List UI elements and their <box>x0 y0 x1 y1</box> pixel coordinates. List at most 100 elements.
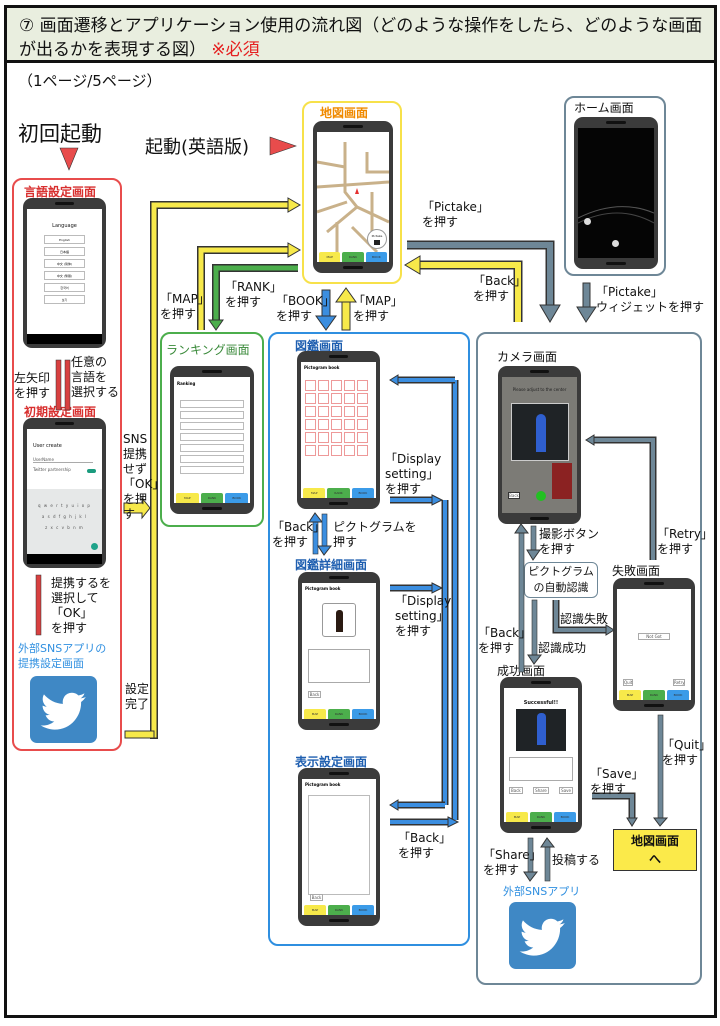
language-option[interactable]: 한국어 <box>43 283 86 292</box>
language-option[interactable]: 日本語 <box>43 247 86 256</box>
username-field[interactable]: UserName <box>33 457 93 463</box>
description-box <box>308 649 370 683</box>
external-sns-title: 外部SNSアプリ <box>503 885 581 898</box>
label-recognition-success: 認識成功 <box>538 641 587 655</box>
book-heading: Pictogram book <box>304 365 340 370</box>
success-back-button[interactable]: Back <box>509 787 523 794</box>
label-quit: 「Quit」 を押す <box>662 738 712 767</box>
label-book-back: 「Back」 を押す <box>272 520 326 549</box>
label-retry: 「Retry」 を押す <box>657 527 713 556</box>
display-setting-screen-title: 表示設定画面 <box>295 755 368 769</box>
label-map-2: 「MAP」 を押す <box>353 294 403 323</box>
camera-hint: Please adjust to the center <box>512 387 567 392</box>
label-shutter: 撮影ボタン を押す <box>539 527 600 556</box>
twitter-icon <box>30 676 97 743</box>
label-share: 「Share」 を押す <box>483 848 542 877</box>
success-heading: Successful!! <box>523 700 559 706</box>
label-select-language: 任意の 言語を 選択する <box>71 355 120 399</box>
nav-book[interactable]: BOOK <box>365 252 387 262</box>
toggle-switch[interactable] <box>87 469 96 473</box>
ranking-heading: Ranking <box>177 381 196 386</box>
auto-recognition-box: ピクトグラム の自動認識 <box>524 562 598 598</box>
header-title: ⑦ 画面遷移とアプリケーション使用の流れ図（どのような操作をしたら、どのような画… <box>19 16 703 60</box>
language-option[interactable]: English <box>43 235 86 244</box>
quit-button[interactable]: Quit <box>623 679 633 686</box>
diagram-frame <box>4 5 717 1018</box>
label-display-back: 「Back」 を押す <box>398 831 452 860</box>
language-phone: Language English 日本語 中文 (简体) 中文 (繁體) 한국어… <box>23 198 106 348</box>
label-display-setting-1: 「Display setting」 を押す <box>385 452 442 496</box>
bottom-nav: MAP RANK BOOK <box>317 252 389 262</box>
camera-phone: Please adjust to the center Back <box>498 366 581 524</box>
label-map: 「MAP」 を押す <box>160 292 210 321</box>
label-camera-back: 「Back」 を押す <box>478 626 532 655</box>
pictogram-grid[interactable] <box>305 380 376 456</box>
initial-screen-title: 初期設定画面 <box>24 405 97 419</box>
language-heading: Language <box>52 223 77 229</box>
camera-icon <box>374 240 380 245</box>
camera-screen-title: カメラ画面 <box>497 350 558 364</box>
back-button[interactable]: Back <box>308 691 321 698</box>
user-create-heading: User create <box>33 443 62 449</box>
home-screen-title: ホーム画面 <box>574 101 634 115</box>
language-option[interactable]: 보기 <box>43 295 86 304</box>
language-option[interactable]: 中文 (繁體) <box>43 271 86 280</box>
keyboard[interactable]: q w e r t y u i o p a s d f g h j k l z … <box>27 489 102 554</box>
pictake-widget[interactable] <box>584 218 591 225</box>
shutter-button[interactable] <box>536 491 546 501</box>
nav-rank[interactable]: RANK <box>342 252 364 262</box>
book-detail-screen-title: 図鑑詳細画面 <box>295 558 368 572</box>
app-drawer-icon[interactable] <box>612 240 619 247</box>
result-card <box>509 757 573 781</box>
label-post: 投稿する <box>552 853 601 867</box>
launch-english-label: 起動(英語版) <box>145 137 250 158</box>
book-screen-title: 図鑑画面 <box>295 339 344 353</box>
pictogram-image <box>322 603 356 637</box>
settings-panel[interactable] <box>308 795 370 895</box>
initial-phone: User create UserName Twitter partnership… <box>23 418 106 568</box>
save-button[interactable]: Save <box>559 787 573 794</box>
sns-setting-title-2: 提携設定画面 <box>18 657 84 670</box>
nav-map[interactable]: MAP <box>319 252 341 262</box>
twitter-partnership-toggle[interactable]: Twitter partnership <box>33 467 71 472</box>
section-header: ⑦ 画面遷移とアプリケーション使用の流れ図（どのような操作をしたら、どのような画… <box>7 8 714 63</box>
page-indicator: （1ページ/5ページ） <box>18 72 162 90</box>
not-got-message: Not Got <box>638 633 670 640</box>
retry-button[interactable]: Retry <box>673 679 685 686</box>
ranking-screen-title: ランキング画面 <box>166 343 250 357</box>
first-launch-label: 初回起動 <box>18 122 102 146</box>
language-screen-title: 言語設定画面 <box>24 185 97 199</box>
share-button[interactable]: Share <box>533 787 549 794</box>
label-display-setting-2: 「Display setting」 を押す <box>395 594 452 638</box>
label-recognition-fail: 認識失敗 <box>560 612 609 626</box>
label-pictogram: ピクトグラムを 押す <box>333 520 417 549</box>
required-mark: ※必須 <box>211 40 260 60</box>
language-option[interactable]: 中文 (简体) <box>43 259 86 268</box>
label-left-arrow: 左矢印 を押す <box>14 371 51 400</box>
pictake-button[interactable]: Pictake <box>367 229 387 249</box>
camera-back-button[interactable]: Back <box>508 492 520 499</box>
label-pictake-widget: 「Pictake」 ウィジェットを押す <box>596 285 705 314</box>
start-arrow <box>59 147 79 171</box>
failure-screen-title: 失敗画面 <box>612 564 661 578</box>
pictogram-figure <box>536 414 546 452</box>
label-back: 「Back」 を押す <box>473 274 527 303</box>
android-navbar <box>27 334 102 344</box>
map-view[interactable] <box>317 132 389 262</box>
label-setting-done: 設定 完了 <box>125 682 150 711</box>
label-book: 「BOOK」 を押す <box>276 294 335 323</box>
map-phone: Pictake MAP RANK BOOK <box>313 121 393 273</box>
back-button[interactable]: Back <box>310 894 323 901</box>
label-select-partner: 提携するを 選択して 「OK」 を押す <box>51 576 112 635</box>
label-rank: 「RANK」 を押す <box>225 280 282 309</box>
map-screen-title: 地図画面 <box>320 106 369 120</box>
camera-preview <box>511 403 569 461</box>
home-phone <box>574 117 658 269</box>
to-map-box: 地図画面 へ <box>613 829 697 871</box>
